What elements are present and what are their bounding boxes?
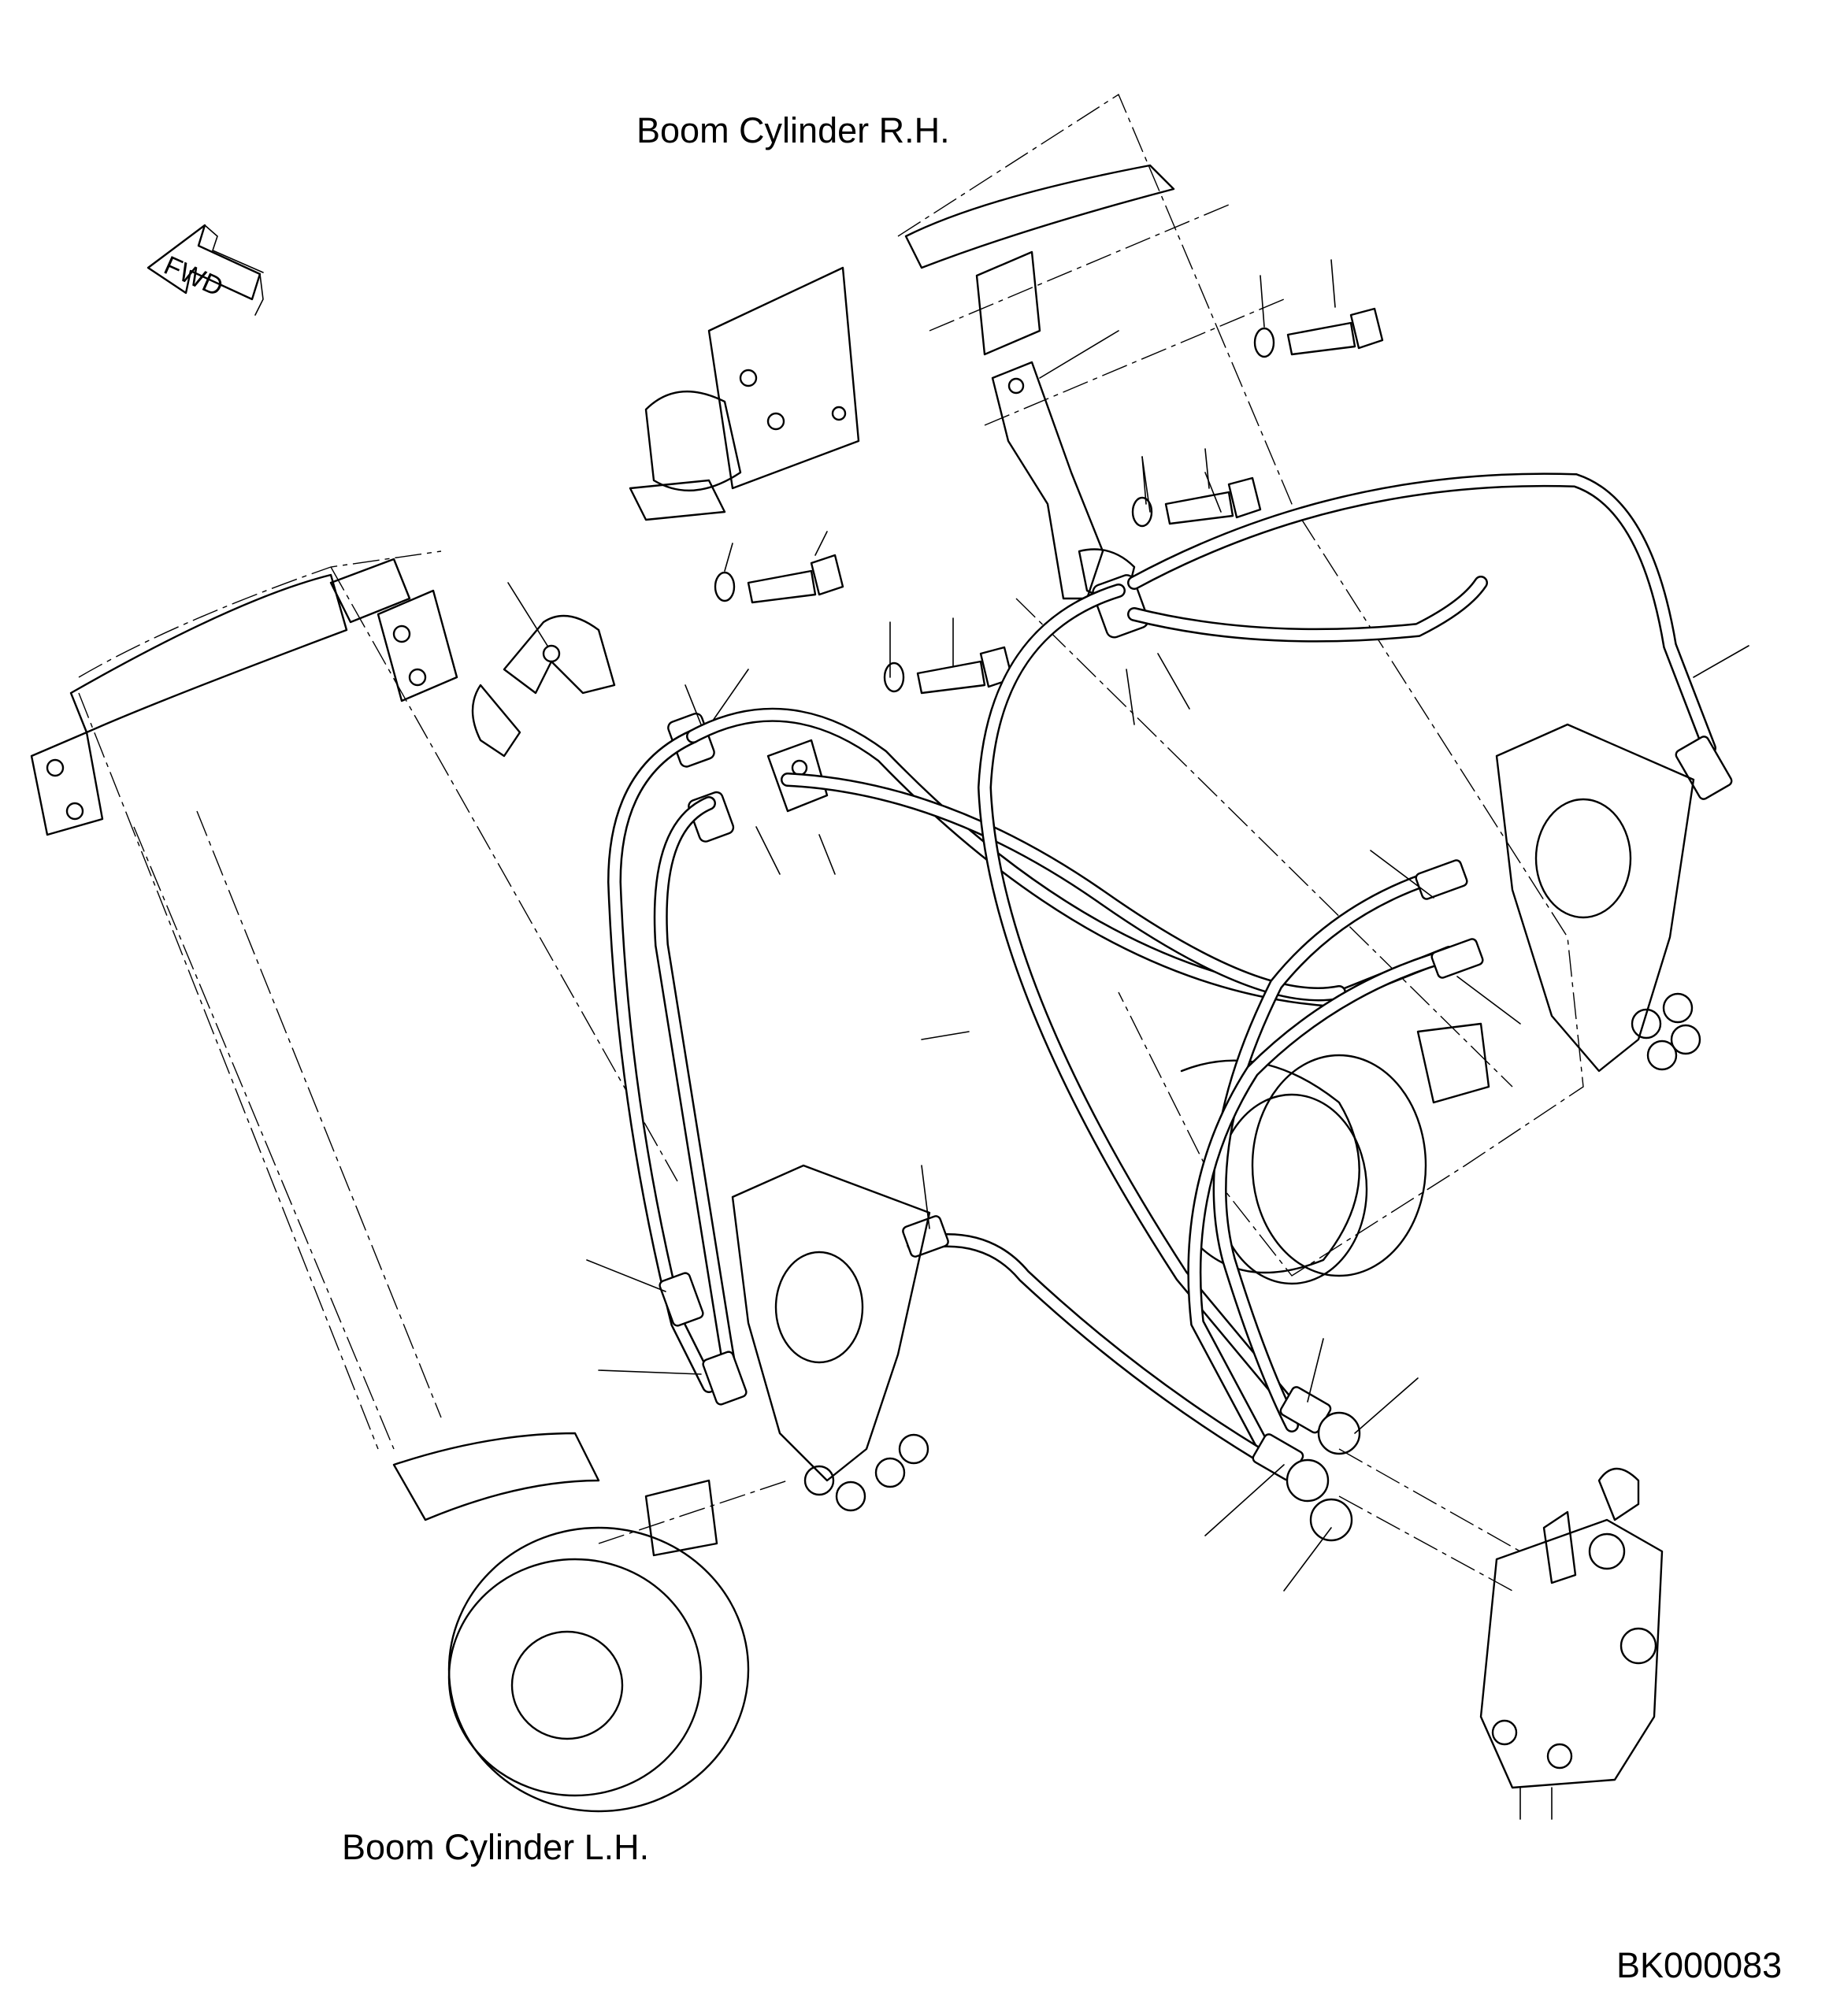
boom-cylinder-lh — [30, 550, 788, 1813]
boom-cylinder-lh-label: Boom Cylinder L.H. — [342, 1827, 650, 1867]
manifold-block — [1338, 1448, 1664, 1820]
bolts-and-washers — [714, 307, 1384, 695]
leader-lines — [507, 259, 1749, 1592]
boom-cylinder-rh-label: Boom Cylinder R.H. — [636, 110, 950, 150]
drawing-number: BK000083 — [1616, 1945, 1783, 1985]
hose-fittings — [659, 736, 1733, 1542]
valve-rh — [1495, 723, 1701, 1073]
boom-cylinder-rh — [629, 93, 1584, 1285]
forward-arrow-icon — [147, 224, 264, 316]
hydraulic-hoses — [607, 472, 1716, 1472]
hose-brackets — [471, 361, 1149, 843]
valve-lh — [731, 1164, 931, 1512]
